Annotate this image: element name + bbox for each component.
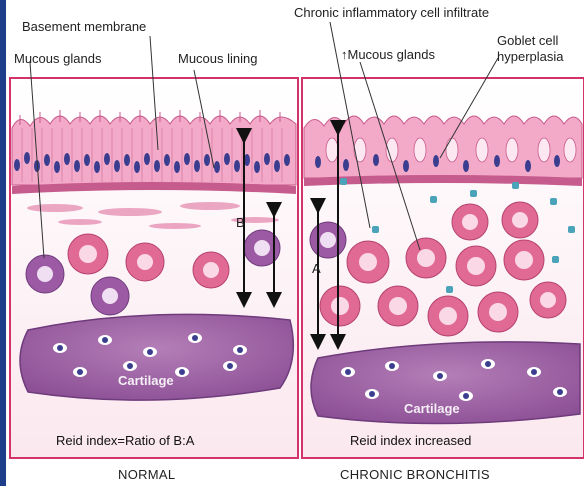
label-basement-membrane: Basement membrane <box>22 20 146 33</box>
label-mucous-glands-normal: Mucous glands <box>14 52 101 65</box>
title-normal: NORMAL <box>118 468 175 481</box>
left-epithelium <box>12 110 296 194</box>
label-chronic-infiltrate: Chronic inflammatory cell infiltrate <box>294 6 489 19</box>
title-chronic-bronchitis: CHRONIC BRONCHITIS <box>340 468 490 481</box>
marker-a: A <box>312 262 321 275</box>
caption-reid-index-normal: Reid index=Ratio of B:A <box>56 434 194 447</box>
label-cartilage-bronchitis: Cartilage <box>404 402 460 415</box>
label-mucous-lining: Mucous lining <box>178 52 258 65</box>
label-mucous-glands-increased: ↑Mucous glands <box>341 48 435 61</box>
label-goblet-line1: Goblet cell <box>497 34 558 47</box>
label-goblet-line2: hyperplasia <box>497 50 564 63</box>
marker-b: B <box>236 216 245 229</box>
caption-reid-index-increased: Reid index increased <box>350 434 471 447</box>
label-cartilage-normal: Cartilage <box>118 374 174 387</box>
right-epithelium <box>304 116 582 186</box>
